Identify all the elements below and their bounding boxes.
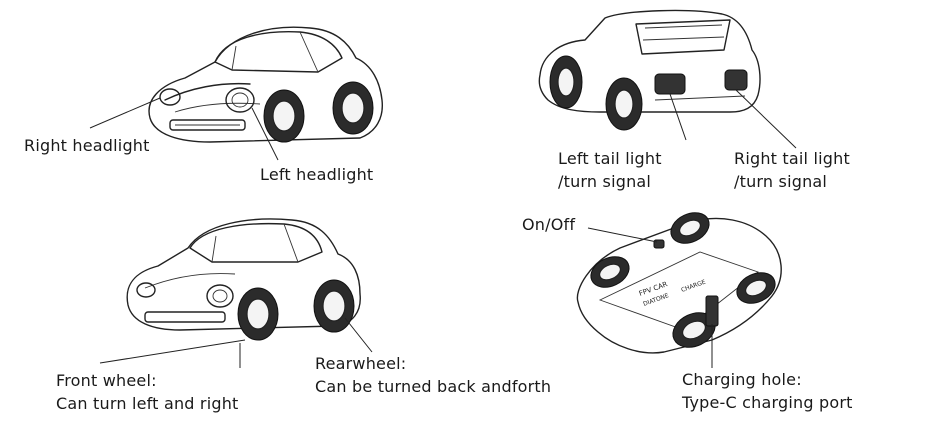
label-on-off-text: On/Off <box>522 215 576 234</box>
label-rear-wheel-line2: Can be turned back andforth <box>315 377 552 396</box>
car-underside-view: FPV CAR DIATONE CHARGE <box>576 212 782 368</box>
label-rear-wheel: Rearwheel: Can be turned back andforth <box>315 352 551 398</box>
label-left-tail-line1: Left tail light <box>558 149 662 168</box>
label-right-tail-line1: Right tail light <box>734 149 850 168</box>
label-front-wheel-line1: Front wheel: <box>56 371 157 390</box>
label-front-wheel: Front wheel: Can turn left and right <box>56 369 239 415</box>
label-right-headlight: Right headlight <box>24 134 150 157</box>
label-rear-wheel-line1: Rearwheel: <box>315 354 407 373</box>
chassis-text-3: CHARGE <box>680 279 706 294</box>
label-charging-hole: Charging hole: Type-C charging port <box>682 368 853 414</box>
label-charging-line2: Type-C charging port <box>682 393 853 412</box>
label-right-tail-line2: /turn signal <box>734 172 828 191</box>
label-front-wheel-line2: Can turn left and right <box>56 394 239 413</box>
label-right-tail-light: Right tail light /turn signal <box>734 147 850 193</box>
car-side-view <box>99 218 373 368</box>
label-left-headlight-text: Left headlight <box>260 165 374 184</box>
label-right-headlight-text: Right headlight <box>24 136 150 155</box>
label-charging-line1: Charging hole: <box>682 370 802 389</box>
label-left-headlight: Left headlight <box>260 163 373 186</box>
label-left-tail-line2: /turn signal <box>558 172 652 191</box>
label-left-tail-light: Left tail light /turn signal <box>558 147 662 193</box>
car-rear-view <box>538 9 797 149</box>
car-front-view <box>89 26 383 161</box>
label-on-off: On/Off <box>522 213 575 236</box>
